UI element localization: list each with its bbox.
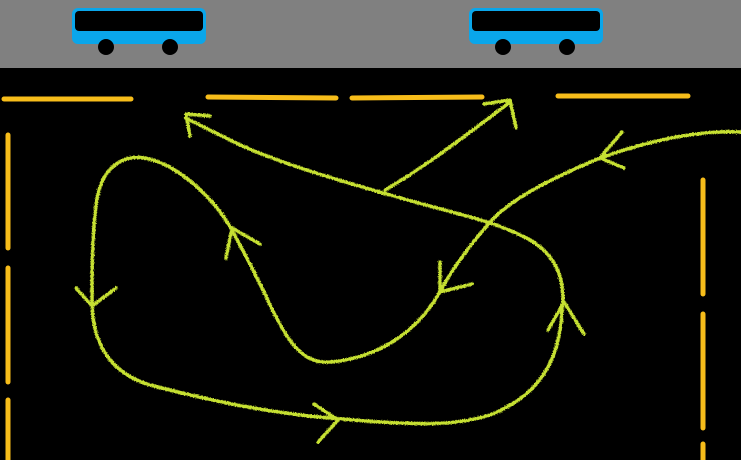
arrow-up-right-icon [482,98,518,130]
path-segment-bottom-arc [90,298,564,426]
path-arrows [74,98,626,444]
arrow-left-icon [598,130,626,170]
path-segment-inner-loop [230,228,444,364]
arrow-up-left-icon [184,112,212,138]
arrow-up-icon [224,226,262,260]
path-segment-exit [383,100,512,192]
lane-dash [205,94,339,101]
bus-wheel [559,39,575,55]
arrow-up-icon [546,300,586,336]
lane-dash [349,94,485,101]
path-segment-entry [598,129,741,160]
bus-window [75,11,203,31]
lane-markings [1,93,706,460]
arrow-right-icon [312,402,340,444]
arrow-down-left-icon [438,260,474,294]
bus-window [472,11,600,31]
arrow-down-icon [74,286,118,308]
path-segment-outer-loop [90,155,234,302]
bus-wheel [98,39,114,55]
bus-wheel [495,39,511,55]
bus-icon [469,8,603,55]
path-segment-right-loop [184,116,565,312]
bus-icon [72,8,206,55]
bus-wheel [162,39,178,55]
bus-path [90,100,741,426]
